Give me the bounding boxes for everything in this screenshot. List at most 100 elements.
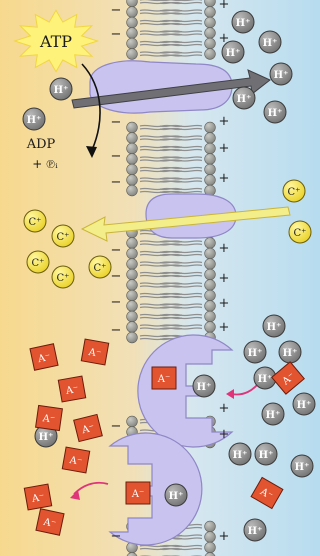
lipid-head [205, 301, 216, 312]
lipid-head [127, 416, 138, 427]
h-ion-label: H⁺ [226, 48, 241, 59]
h-ion-label: H⁺ [54, 85, 69, 96]
a-ion-label: A⁻ [87, 347, 102, 360]
a-ion: A⁻ [152, 367, 176, 389]
c-ion-label: C⁺ [294, 228, 307, 239]
lipid-head [127, 322, 138, 333]
lipid-head [205, 521, 216, 532]
negative-charge: − [111, 269, 122, 284]
h-ion-label: H⁺ [39, 432, 54, 443]
a-ion: A⁻ [30, 344, 58, 371]
lipid-head [127, 311, 138, 322]
h-ion-label: H⁺ [236, 18, 251, 29]
lipid-head [205, 290, 216, 301]
lipid-head [127, 164, 138, 175]
h-ion: H⁺ [244, 341, 266, 363]
lipid-head [127, 269, 138, 280]
h-ion: H⁺ [291, 455, 313, 477]
lipid-head [205, 28, 216, 39]
positive-charge: + [219, 31, 230, 46]
lipid-head [127, 7, 138, 18]
positive-charge: + [219, 320, 230, 335]
lipid-head [205, 238, 216, 249]
negative-charge: − [111, 115, 122, 130]
lipid-head [127, 290, 138, 301]
h-ion: H⁺ [279, 341, 301, 363]
h-ion: H⁺ [232, 11, 254, 33]
a-ion-label: A⁻ [30, 492, 45, 505]
a-ion: A⁻ [81, 339, 108, 365]
lipid-head [205, 122, 216, 133]
negative-charge: − [111, 243, 122, 258]
lipid-head [205, 154, 216, 165]
c-ion-label: C⁺ [29, 217, 42, 228]
c-ion: C⁺ [89, 256, 111, 278]
lipid-head [205, 49, 216, 60]
adp-label: ADP [26, 137, 56, 152]
c-ion: C⁺ [52, 266, 74, 288]
positive-charge: + [219, 401, 230, 416]
h-ion-label: H⁺ [267, 322, 282, 333]
negative-charge: − [111, 27, 122, 42]
h-ion: H⁺ [50, 78, 72, 100]
lipid-head [205, 143, 216, 154]
h-ion: H⁺ [259, 31, 281, 53]
lipid-head [205, 532, 216, 543]
h-ion-label: H⁺ [237, 94, 252, 105]
h-ion-label: H⁺ [297, 400, 312, 411]
a-ion: A⁻ [126, 482, 150, 504]
lipid-head [127, 38, 138, 49]
lipid-head [205, 17, 216, 28]
lipid-head [127, 28, 138, 39]
h-ion: H⁺ [262, 403, 284, 425]
lipid-head [205, 164, 216, 175]
lipid-head [127, 332, 138, 343]
negative-charge: − [111, 419, 122, 434]
a-ion-label: A⁻ [68, 455, 83, 468]
c-ion-label: C⁺ [57, 232, 70, 243]
h-ion-label: H⁺ [295, 462, 310, 473]
lipid-head [205, 259, 216, 270]
atp-label: ATP [39, 32, 72, 51]
lipid-head [205, 133, 216, 144]
lipid-head [205, 269, 216, 280]
h-ion-label: H⁺ [169, 491, 184, 502]
c-ion-label: C⁺ [94, 263, 107, 274]
a-ion: A⁻ [62, 447, 89, 473]
lipid-head [205, 311, 216, 322]
negative-charge: − [111, 323, 122, 338]
positive-charge: + [219, 114, 230, 129]
h-ion-label: H⁺ [283, 348, 298, 359]
h-ion: H⁺ [165, 484, 187, 506]
h-ion: H⁺ [255, 443, 277, 465]
negative-charge: − [111, 149, 122, 164]
h-ion-label: H⁺ [274, 70, 289, 81]
lipid-head [205, 248, 216, 259]
lipid-head [127, 133, 138, 144]
h-ion: H⁺ [23, 108, 45, 130]
c-ion-label: C⁺ [57, 273, 70, 284]
a-ion: A⁻ [36, 405, 63, 430]
h-ion-label: H⁺ [263, 38, 278, 49]
lipid-head [205, 322, 216, 333]
c-ion: C⁺ [24, 210, 46, 232]
positive-charge: + [219, 529, 230, 544]
h-ion-label: H⁺ [233, 450, 248, 461]
lipid-head [127, 280, 138, 291]
positive-charge: + [219, 271, 230, 286]
h-ion: H⁺ [193, 375, 215, 397]
a-ion-label: A⁻ [41, 413, 56, 426]
positive-charge: + [219, 0, 230, 12]
h-ion: H⁺ [263, 315, 285, 337]
lipid-head [127, 143, 138, 154]
lipid-head [127, 259, 138, 270]
a-ion: A⁻ [58, 376, 85, 402]
a-ion-label: A⁻ [64, 384, 79, 397]
h-ion: H⁺ [233, 87, 255, 109]
negative-charge: − [111, 295, 122, 310]
positive-charge: + [219, 141, 230, 156]
negative-charge: − [111, 3, 122, 18]
h-ion-label: H⁺ [248, 348, 263, 359]
lipid-head [127, 248, 138, 259]
